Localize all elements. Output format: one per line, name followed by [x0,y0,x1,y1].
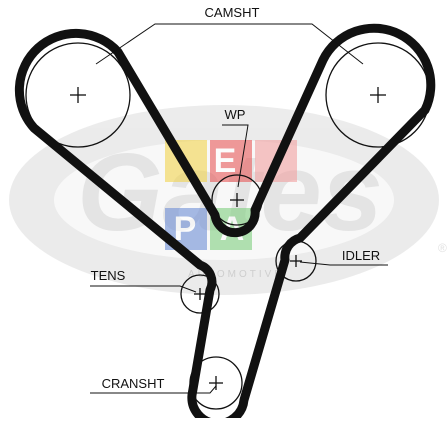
cross-crank [209,376,223,390]
label-tensioner: TENS [91,268,126,283]
label-camshaft: CAMSHT [205,5,260,20]
tile-letter-p: P [174,210,197,248]
idler-pulley [275,240,317,282]
label-water-pump: WP [225,107,246,122]
leader-tens [90,285,197,293]
cross-cam-left [70,87,86,103]
leader-lines [90,23,388,394]
cross-idler [290,255,302,267]
camshaft-pulley-left [25,42,131,148]
water-pump-pulley [211,174,263,226]
pulley-centers [70,87,386,390]
cross-tens [194,288,206,300]
label-idler: IDLER [342,248,380,263]
leader-idler [299,261,388,266]
cross-wp [230,193,244,207]
leader-wp [222,124,249,188]
camshaft-pulley-right [325,42,431,148]
cross-cam-right [370,87,386,103]
gates-watermark: Gates ® [9,105,447,295]
pulleys [25,42,431,410]
leader-crank [90,385,217,394]
label-crankshaft: CRANSHT [102,376,165,391]
watermark-overlay-text: AUTOMOTIVE [188,269,284,280]
tile-red [210,140,252,182]
watermark-registered: ® [438,241,447,255]
tile-letter-e: E [214,142,237,180]
leader-camshaft [95,23,364,65]
tensioner-pulley [180,274,220,314]
component-labels: CAMSHT WP IDLER TENS CRANSHT [91,5,380,391]
crankshaft-pulley [189,356,243,410]
